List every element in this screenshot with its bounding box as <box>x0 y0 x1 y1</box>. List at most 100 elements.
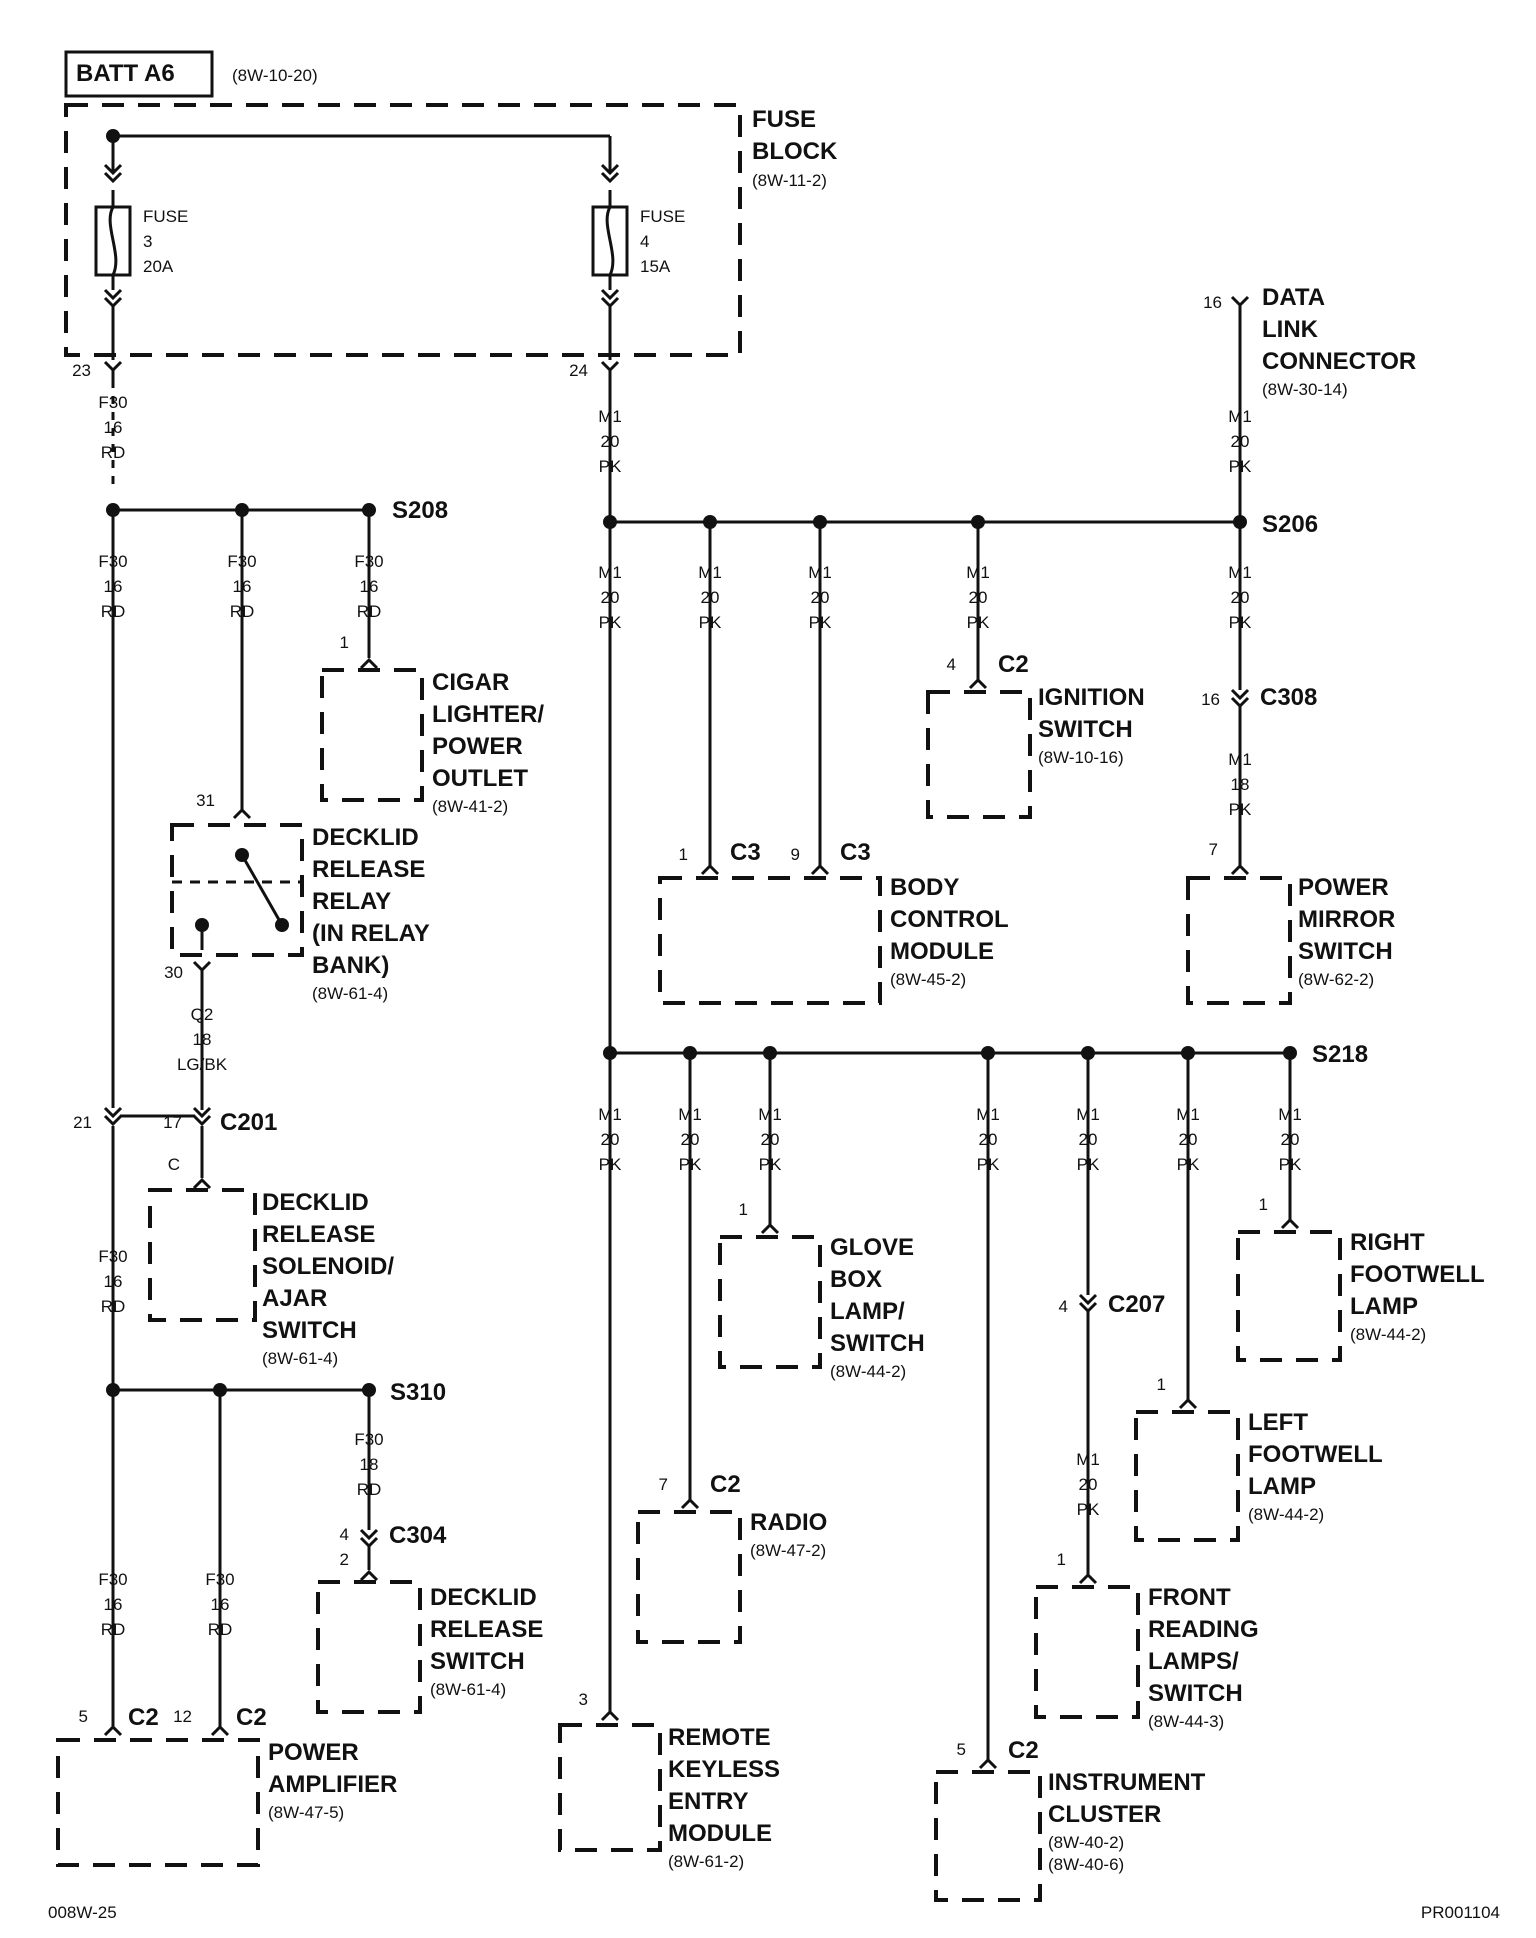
wire-label: 20 <box>601 588 620 607</box>
c207-pin: 4 <box>1059 1297 1068 1316</box>
glove-terminal <box>760 1222 780 1235</box>
decklid-sw-pin: 2 <box>340 1550 349 1569</box>
glove-pin: 1 <box>739 1200 748 1219</box>
wire-label: 20 <box>761 1130 780 1149</box>
relay-name: DECKLID <box>312 824 419 851</box>
cigar-terminal <box>359 657 379 670</box>
fuse-top-chevron <box>103 163 123 184</box>
reading-terminal <box>1078 1572 1098 1585</box>
wire-label: RD <box>357 1480 382 1499</box>
right-footwell-box <box>1236 1230 1342 1362</box>
ignition-ref: (8W-10-16) <box>1038 748 1124 767</box>
left_fw-ref: (8W-44-2) <box>1248 1505 1324 1524</box>
wire-label: 20 <box>1079 1475 1098 1494</box>
wire-label: M1 <box>678 1105 702 1124</box>
wire-label: 20 <box>681 1130 700 1149</box>
wire-label: 16 <box>104 1272 123 1291</box>
c308-pin: 16 <box>1201 690 1220 709</box>
wire-label: 20 <box>811 588 830 607</box>
rke-terminal <box>600 1709 620 1722</box>
cluster-pin: 5 <box>957 1740 966 1759</box>
left-footwell-box <box>1134 1410 1240 1542</box>
body-control-module-box <box>658 876 882 1005</box>
wire-label: 16 <box>360 577 379 596</box>
wire-label: PK <box>699 613 722 632</box>
fuse-out-terminal <box>103 360 123 380</box>
solenoid-ref: (8W-61-4) <box>262 1349 338 1368</box>
amp-ref: (8W-47-5) <box>268 1803 344 1822</box>
bcm-pin-b: 9 <box>791 845 800 864</box>
wire-label: RD <box>208 1620 233 1639</box>
rke-module-box <box>558 1723 662 1852</box>
batt-label: BATT A6 <box>76 60 175 87</box>
wire-label: RD <box>101 443 126 462</box>
footer-left: 008W-25 <box>48 1903 117 1922</box>
bcm-name: MODULE <box>890 938 994 965</box>
wire-label: RD <box>230 602 255 621</box>
relay-switch-arm <box>240 854 284 926</box>
rke-name: ENTRY <box>668 1788 748 1815</box>
reading-name: READING <box>1148 1616 1259 1643</box>
mirror-ref: (8W-62-2) <box>1298 970 1374 989</box>
bcm-name: BODY <box>890 874 959 901</box>
s310-label: S310 <box>390 1379 446 1406</box>
rke-name: KEYLESS <box>668 1756 780 1783</box>
cluster-ref: (8W-40-2) <box>1048 1833 1124 1852</box>
wire-label: 20 <box>601 1130 620 1149</box>
wire-label: F30 <box>354 552 383 571</box>
relay-box <box>170 823 304 957</box>
c207-chevron <box>1078 1293 1098 1314</box>
wire-label: PK <box>809 613 832 632</box>
ignition-name: IGNITION <box>1038 684 1145 711</box>
reading-name: LAMPS/ <box>1148 1648 1239 1675</box>
amp-pin-b: 12 <box>173 1707 192 1726</box>
wire-label: 16 <box>211 1595 230 1614</box>
amp-name: POWER <box>268 1739 359 1766</box>
wire-label: F30 <box>98 1570 127 1589</box>
wire-label: M1 <box>1176 1105 1200 1124</box>
left_fw-name: LEFT <box>1248 1409 1308 1436</box>
fuse-block-name: BLOCK <box>752 138 838 165</box>
fuse-element <box>591 205 629 277</box>
wire-label: M1 <box>1278 1105 1302 1124</box>
relay-name: BANK) <box>312 952 389 979</box>
left_fw-name: LAMP <box>1248 1473 1316 1500</box>
wire-label: 20 <box>1231 588 1250 607</box>
power-mirror-switch-box <box>1186 876 1292 1005</box>
cluster-name: CLUSTER <box>1048 1801 1161 1828</box>
right_fw-ref: (8W-44-2) <box>1350 1325 1426 1344</box>
fuse-link <box>605 206 615 276</box>
s218-label: S218 <box>1312 1041 1368 1068</box>
fuse-block-ref: (8W-11-2) <box>752 171 827 190</box>
amp-name: AMPLIFIER <box>268 1771 397 1798</box>
wire-label: PK <box>1229 800 1252 819</box>
cluster-terminal <box>978 1757 998 1770</box>
wire-label: M1 <box>598 1105 622 1124</box>
wire-label: 20 <box>979 1130 998 1149</box>
wire-label: PK <box>967 613 990 632</box>
cluster-c2: C2 <box>1008 1737 1039 1764</box>
glove-ref: (8W-44-2) <box>830 1362 906 1381</box>
mirror-name: SWITCH <box>1298 938 1393 965</box>
cigar-lighter-box <box>320 668 424 802</box>
right-fw-pin: 1 <box>1259 1195 1268 1214</box>
decklid_sw-name: SWITCH <box>430 1648 525 1675</box>
batt-box <box>64 50 214 98</box>
cigar-pin: 1 <box>340 633 349 652</box>
wire-label: 20 <box>1079 1130 1098 1149</box>
reading-ref: (8W-44-3) <box>1148 1712 1224 1731</box>
c304-chevron <box>359 1528 379 1549</box>
wire-label: RD <box>101 602 126 621</box>
wire-label: M1 <box>1228 563 1252 582</box>
left-fw-pin: 1 <box>1157 1375 1166 1394</box>
front-reading-lamps-box <box>1034 1585 1140 1719</box>
rke-name: REMOTE <box>668 1724 771 1751</box>
wire-label: 20 <box>1179 1130 1198 1149</box>
decklid_sw-ref: (8W-61-4) <box>430 1680 506 1699</box>
cigar-name: POWER <box>432 733 523 760</box>
wire-label: M1 <box>808 563 832 582</box>
relay-out-terminal <box>192 960 212 980</box>
fuse-label: FUSE <box>640 207 685 226</box>
wire-label: 20 <box>701 588 720 607</box>
